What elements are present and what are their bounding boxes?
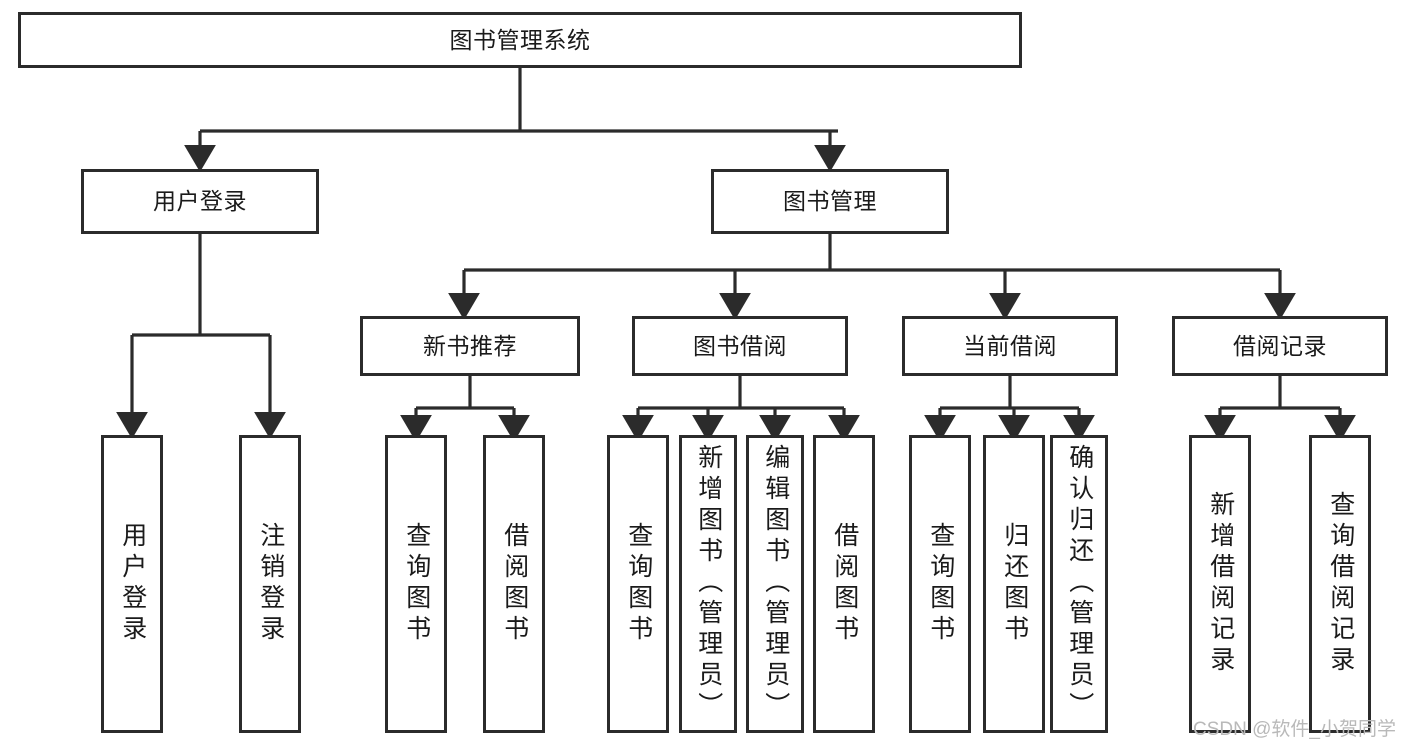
node-leaf-confirm-return[interactable]: 确认归还（管理员） (1050, 435, 1108, 733)
node-leaf-borrow-book-b-label: 借阅图书 (830, 522, 859, 646)
node-leaf-query-record-label: 查询借阅记录 (1326, 491, 1355, 677)
node-leaf-query-book-a[interactable]: 查询图书 (385, 435, 447, 733)
node-leaf-query-book-c-label: 查询图书 (926, 522, 955, 646)
node-current-borrow[interactable]: 当前借阅 (902, 316, 1118, 376)
node-leaf-user-login-label: 用户登录 (118, 522, 147, 646)
node-root-label: 图书管理系统 (449, 26, 591, 53)
node-leaf-return-book-label: 归还图书 (1000, 522, 1029, 646)
node-leaf-query-book-b[interactable]: 查询图书 (607, 435, 669, 733)
node-leaf-query-record[interactable]: 查询借阅记录 (1309, 435, 1371, 733)
node-borrow-record[interactable]: 借阅记录 (1172, 316, 1388, 376)
node-borrow-record-label: 借阅记录 (1233, 332, 1327, 359)
node-leaf-edit-book[interactable]: 编辑图书（管理员） (746, 435, 804, 733)
node-leaf-add-book-label: 新增图书（管理员） (694, 444, 723, 723)
csdn-watermark: CSDN @软件_小贺同学 (1193, 719, 1396, 740)
node-leaf-borrow-book-a-label: 借阅图书 (500, 522, 529, 646)
node-leaf-logout-label: 注销登录 (256, 522, 285, 646)
node-leaf-confirm-return-label: 确认归还（管理员） (1065, 444, 1094, 723)
node-leaf-edit-book-label: 编辑图书（管理员） (761, 444, 790, 723)
node-new-book-recommend-label: 新书推荐 (423, 332, 517, 359)
node-current-borrow-label: 当前借阅 (963, 332, 1057, 359)
node-leaf-return-book[interactable]: 归还图书 (983, 435, 1045, 733)
node-user-login[interactable]: 用户登录 (81, 169, 319, 234)
node-leaf-query-book-c[interactable]: 查询图书 (909, 435, 971, 733)
node-leaf-user-login[interactable]: 用户登录 (101, 435, 163, 733)
node-leaf-add-record[interactable]: 新增借阅记录 (1189, 435, 1251, 733)
node-leaf-logout[interactable]: 注销登录 (239, 435, 301, 733)
node-root[interactable]: 图书管理系统 (18, 12, 1022, 68)
node-book-manage-label: 图书管理 (783, 188, 877, 214)
node-book-borrow[interactable]: 图书借阅 (632, 316, 848, 376)
node-leaf-query-book-b-label: 查询图书 (624, 522, 653, 646)
node-new-book-recommend[interactable]: 新书推荐 (360, 316, 580, 376)
node-book-borrow-label: 图书借阅 (693, 332, 787, 359)
node-leaf-add-record-label: 新增借阅记录 (1206, 491, 1235, 677)
node-book-manage[interactable]: 图书管理 (711, 169, 949, 234)
node-leaf-query-book-a-label: 查询图书 (402, 522, 431, 646)
node-leaf-borrow-book-b[interactable]: 借阅图书 (813, 435, 875, 733)
node-leaf-add-book[interactable]: 新增图书（管理员） (679, 435, 737, 733)
node-user-login-label: 用户登录 (153, 188, 247, 214)
node-leaf-borrow-book-a[interactable]: 借阅图书 (483, 435, 545, 733)
